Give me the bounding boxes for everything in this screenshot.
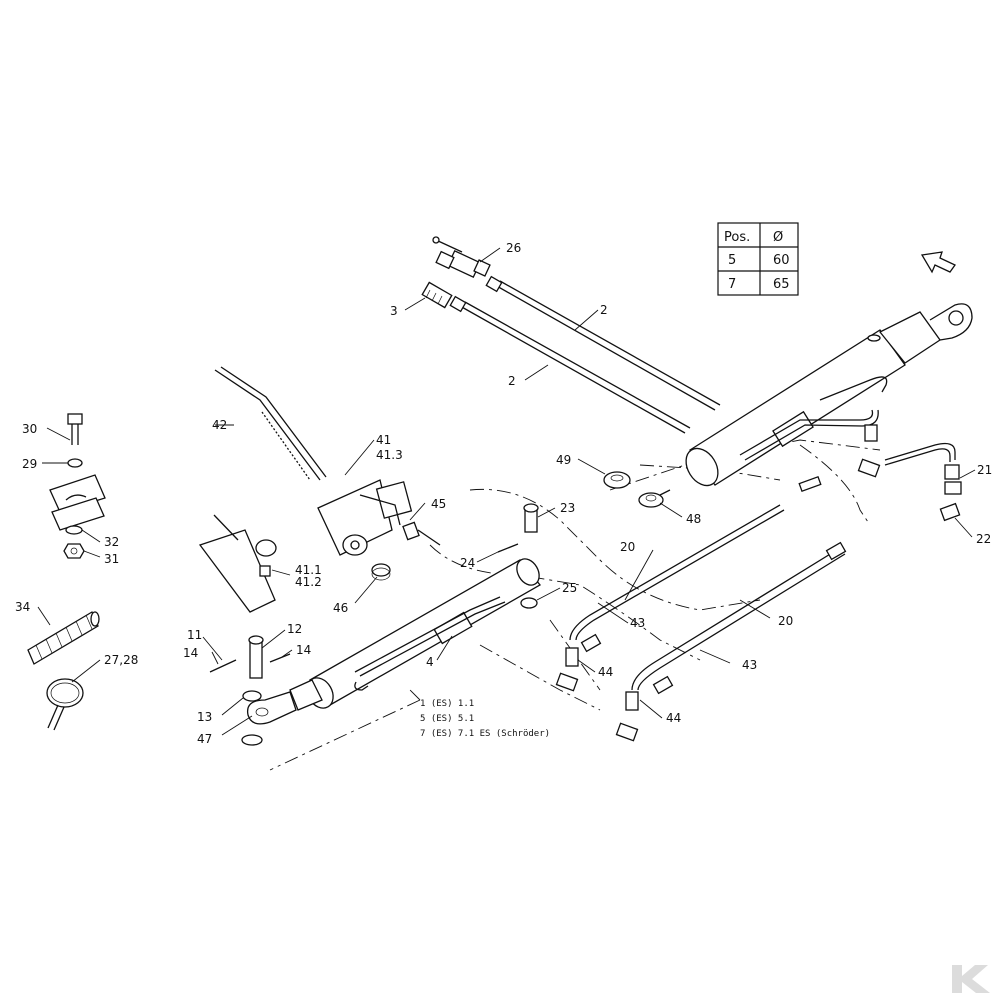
- callout-labels: 26 3 2 2 42 41 41.3 45 30 29 32 31 34 27…: [15, 241, 992, 746]
- callout-2-lower: 2: [508, 374, 516, 388]
- spring-pin-14-right: [269, 653, 291, 663]
- callout-34: 34: [15, 600, 30, 614]
- callout-3: 3: [390, 304, 398, 318]
- lever-42: [214, 366, 327, 481]
- callout-29: 29: [22, 457, 37, 471]
- table-header-diameter: Ø: [773, 230, 783, 245]
- washer-47: [241, 734, 263, 746]
- callout-12: 12: [287, 622, 302, 636]
- fitting-48: [638, 489, 671, 508]
- note-line-1: 1 (ES) 1.1: [420, 699, 474, 709]
- callout-45: 45: [431, 497, 446, 511]
- coupling-3: [421, 281, 453, 309]
- direction-arrow-icon: [920, 251, 956, 274]
- callout-21: 21: [977, 463, 992, 477]
- callout-44-upper: 44: [598, 665, 613, 679]
- spring-46: [371, 563, 391, 581]
- ball-valve-26: [432, 236, 491, 279]
- fitting-44-lower: [615, 691, 639, 742]
- callout-41-1: 41.1: [295, 563, 322, 577]
- callout-32: 32: [104, 535, 119, 549]
- callout-22: 22: [976, 532, 991, 546]
- callout-42: 42: [212, 418, 227, 432]
- washer-13: [242, 690, 262, 702]
- callout-44-lower: 44: [666, 711, 681, 725]
- callout-30: 30: [22, 422, 37, 436]
- clamp-29: [49, 474, 106, 531]
- note-line-2: 5 (ES) 5.1: [420, 714, 474, 724]
- callout-27-28: 27,28: [104, 653, 138, 667]
- hose-20-upper: [569, 504, 785, 653]
- hose-2-upper: [485, 275, 721, 411]
- callout-41-3: 41.3: [376, 448, 403, 462]
- table-cell-dia-2: 65: [773, 277, 790, 292]
- note-line-3: 7 (ES) 7.1 ES (Schröder): [420, 729, 550, 739]
- hose-clip-27-28: [46, 678, 84, 731]
- fitting-45: [402, 521, 441, 546]
- hose-20-lower: [631, 541, 847, 695]
- callout-43-upper: 43: [630, 616, 645, 630]
- leader-lines: [37, 247, 976, 736]
- callout-23: 23: [560, 501, 575, 515]
- callout-2-upper: 2: [600, 303, 608, 317]
- diameter-table: Pos. Ø 5 60 7 65: [717, 222, 799, 296]
- callout-41-2: 41.2: [295, 575, 322, 589]
- callout-24: 24: [460, 556, 475, 570]
- callout-48: 48: [686, 512, 701, 526]
- assembly-lines: [269, 439, 881, 771]
- callout-11: 11: [187, 628, 202, 642]
- callout-43-lower: 43: [742, 658, 757, 672]
- variant-notes: 1 (ES) 1.1 5 (ES) 5.1 7 (ES) 7.1 ES (Sch…: [420, 699, 550, 739]
- valve-body-41: [317, 479, 413, 556]
- nut-31: [63, 543, 85, 559]
- table-cell-pos-2: 7: [728, 277, 736, 292]
- callout-41: 41: [376, 433, 391, 447]
- bracket-41-1: [198, 514, 277, 613]
- callout-46: 46: [333, 601, 348, 615]
- pin-23: [523, 503, 539, 533]
- main-cylinder: [685, 303, 973, 487]
- fitting-44-upper: [555, 647, 579, 692]
- spiral-guard-34: [27, 611, 100, 665]
- brand-logo-icon: [952, 965, 990, 993]
- table-cell-pos-1: 5: [728, 253, 736, 268]
- table-header-pos: Pos.: [724, 230, 750, 245]
- callout-26: 26: [506, 241, 521, 255]
- washer-29-top: [67, 458, 83, 468]
- callout-14-left: 14: [183, 646, 198, 660]
- fittings-upper-right: [798, 424, 962, 522]
- washer-25: [520, 597, 538, 609]
- callout-14-right: 14: [296, 643, 311, 657]
- spring-pin-14-left: [209, 659, 237, 673]
- lower-cylinder: [289, 558, 541, 711]
- washer-49: [603, 471, 631, 489]
- eye-47: [246, 691, 297, 725]
- table-cell-dia-1: 60: [773, 253, 790, 268]
- washer-32: [65, 525, 83, 535]
- callout-31: 31: [104, 552, 119, 566]
- callout-25: 25: [562, 581, 577, 595]
- callout-47: 47: [197, 732, 212, 746]
- callout-20-upper: 20: [620, 540, 635, 554]
- callout-20-lower: 20: [778, 614, 793, 628]
- callout-4: 4: [426, 655, 434, 669]
- callout-49: 49: [556, 453, 571, 467]
- bolt-30: [67, 413, 83, 445]
- spring-pin-24: [497, 543, 519, 553]
- callout-13: 13: [197, 710, 212, 724]
- hose-2-lower: [449, 295, 691, 434]
- pin-12: [248, 635, 264, 679]
